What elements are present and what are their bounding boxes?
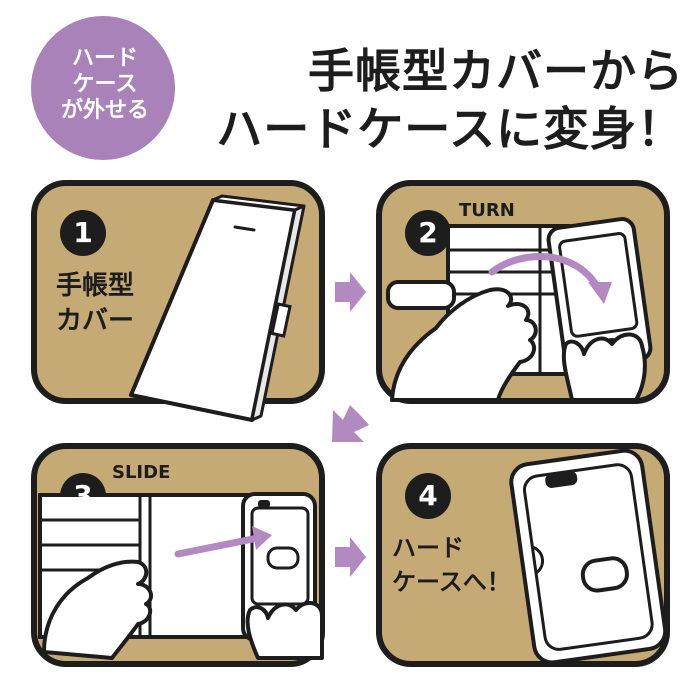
step-2-action-label: TURN (459, 200, 515, 221)
step-1-number: 1 (73, 216, 93, 249)
hand-right (561, 332, 647, 402)
slide-arrowhead (252, 526, 272, 550)
step-3-action-label: SLIDE (112, 462, 171, 483)
step-4-number: 4 (418, 479, 438, 512)
hard-case (509, 448, 668, 665)
step-1-label-line-1: 手帳型 (56, 271, 135, 301)
badge-line-3: が外せる (60, 98, 149, 123)
step-4-label-line-1: ハード (392, 534, 464, 562)
right-arrow-icon (335, 272, 366, 312)
step-3-number: 3 (73, 479, 93, 512)
curved-turn-arrow-icon (488, 253, 602, 292)
panel-step-2 (376, 180, 670, 404)
step-2-number: 2 (418, 216, 438, 249)
panel-step-3 (31, 443, 325, 667)
headline-line-1: 手帳型カバーから (308, 44, 684, 98)
panel-step-4 (376, 443, 670, 667)
flip-case-closed (129, 194, 306, 422)
down-left-arrow-icon (332, 405, 369, 442)
badge-line-2: ケース (72, 72, 138, 97)
hand-right-slide (245, 600, 324, 660)
panel-step-1 (31, 180, 325, 422)
hand-left-slide (42, 559, 154, 660)
step-1-number-circle (60, 210, 106, 256)
step-4-label-line-2: ケースへ！ (392, 568, 511, 596)
headline-line-2: ハードケースに変身！ (216, 102, 684, 156)
slide-arrow-icon (174, 534, 262, 558)
step-2-number-circle (405, 210, 451, 256)
curved-turn-arrowhead (588, 282, 612, 304)
step-1-label-line-2: カバー (56, 306, 135, 336)
step-4-number-circle (405, 473, 451, 519)
badge-circle (31, 16, 175, 160)
right-arrow-icon-2 (335, 537, 366, 577)
badge-line-1: ハード (71, 46, 138, 71)
hand-left (390, 287, 538, 402)
